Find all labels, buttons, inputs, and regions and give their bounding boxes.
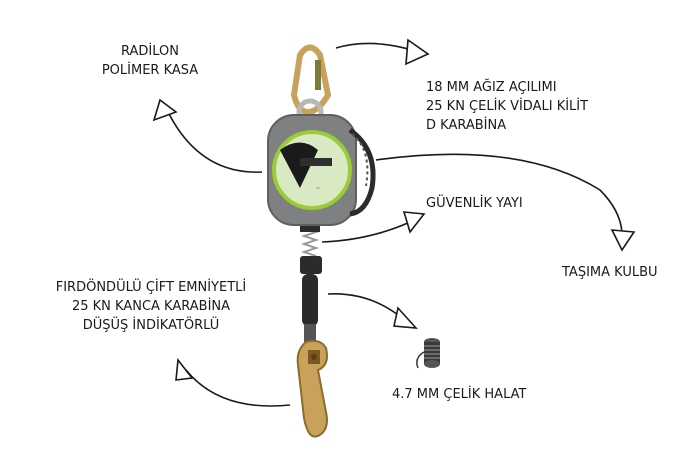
label-housing-line-1: RADİLON bbox=[121, 44, 179, 59]
connector-spring bbox=[321, 221, 411, 243]
steel-cable-spool-icon bbox=[416, 338, 440, 369]
connector-lines bbox=[167, 42, 623, 407]
arrowheads bbox=[152, 38, 636, 381]
label-housing-line-2: POLİMER KASA bbox=[101, 63, 199, 78]
connector-cable bbox=[327, 293, 403, 319]
label-hook-line-2: 25 KN KANCA KARABİNA bbox=[71, 299, 231, 314]
arrow-handle bbox=[610, 229, 636, 252]
label-housing: RADİLON POLİMER KASA bbox=[95, 42, 205, 80]
label-hook: FIRDÖNDÜLÜ ÇİFT EMNİYETLİ 25 KN KANCA KA… bbox=[42, 278, 260, 335]
label-carabiner: 18 MM AĞIZ AÇILIMI 25 KN ÇELİK VİDALI Kİ… bbox=[426, 78, 588, 135]
retractable-fall-arrester-icon: ~ bbox=[267, 44, 376, 438]
connector-handle bbox=[375, 153, 623, 233]
connector-housing bbox=[167, 111, 263, 173]
arrow-cable bbox=[393, 306, 418, 329]
arrow-housing bbox=[152, 98, 178, 122]
label-carabiner-line-2: 25 KN ÇELİK VİDALI KİLİT bbox=[426, 99, 589, 114]
connector-hook bbox=[185, 369, 291, 407]
connector-carabiner bbox=[335, 42, 413, 51]
arrow-hook bbox=[175, 357, 194, 381]
arrow-spring bbox=[402, 211, 426, 234]
label-hook-line-3: DÜŞÜŞ İNDİKATÖRLÜ bbox=[82, 318, 220, 333]
label-carabiner-line-3: D KARABİNA bbox=[426, 118, 507, 133]
arrow-carabiner bbox=[405, 38, 430, 66]
label-spring: GÜVENLİK YAYI bbox=[426, 196, 523, 211]
label-cable: 4.7 MM ÇELİK HALAT bbox=[392, 387, 527, 402]
svg-text:~: ~ bbox=[315, 185, 320, 192]
label-handle: TAŞIMA KULBU bbox=[562, 265, 658, 280]
label-carabiner-line-1: 18 MM AĞIZ AÇILIMI bbox=[426, 80, 557, 95]
label-hook-line-1: FIRDÖNDÜLÜ ÇİFT EMNİYETLİ bbox=[55, 280, 247, 295]
